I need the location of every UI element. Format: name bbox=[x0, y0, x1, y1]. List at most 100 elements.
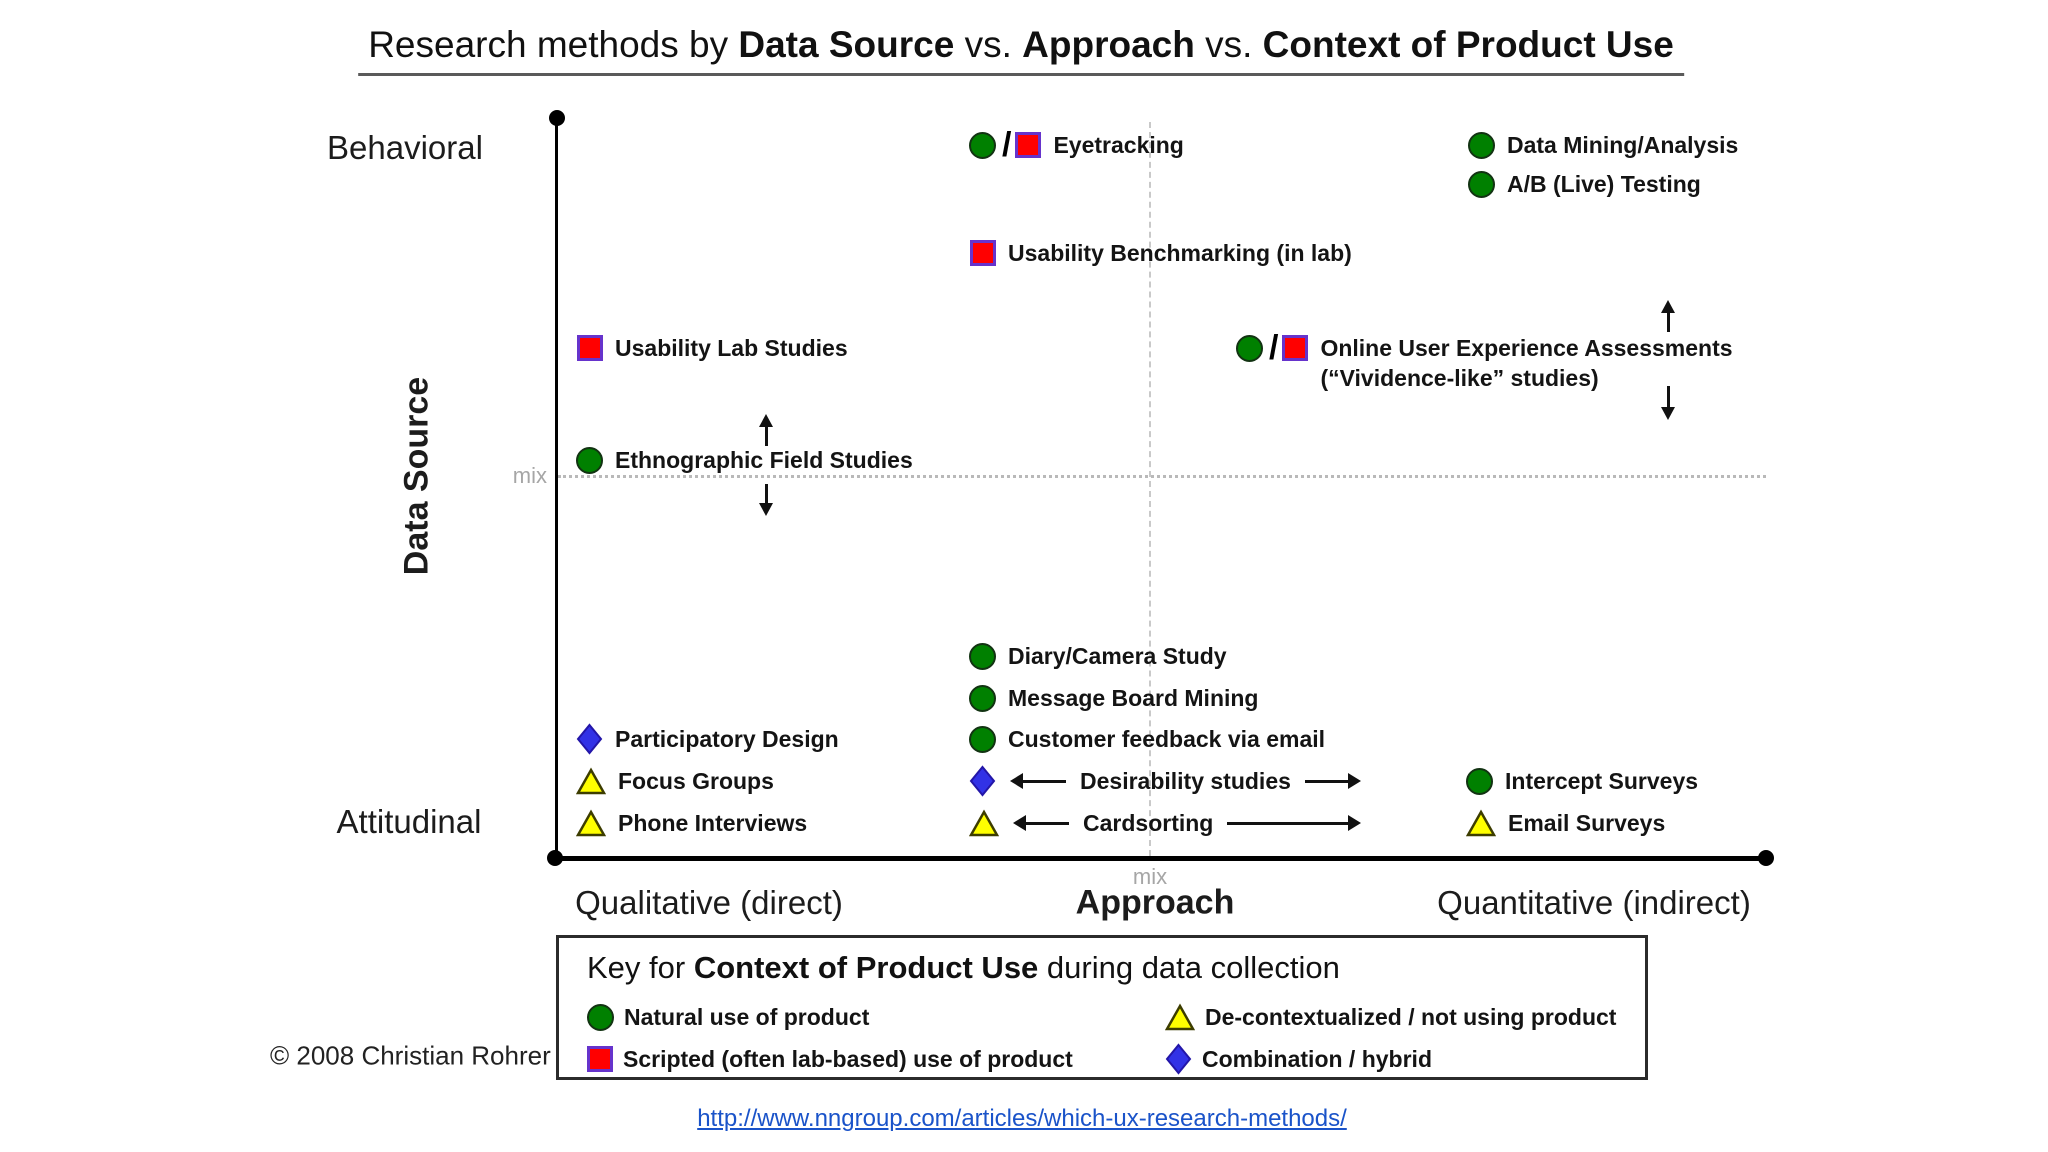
circle-marker-icon bbox=[1466, 766, 1493, 796]
circle-marker-icon bbox=[969, 641, 996, 671]
legend-box: Key for Context of Product Use during da… bbox=[556, 935, 1648, 1080]
text-segment: Research methods by bbox=[368, 24, 739, 65]
method-online-ux-assessments: / Online User Experience Assessments(“Viv… bbox=[1236, 328, 1733, 393]
text-segment: Context of Product Use bbox=[693, 950, 1039, 985]
data-source-mix-divider-line bbox=[558, 475, 1766, 478]
method-participatory-design: Participatory Design bbox=[576, 723, 839, 755]
arrow-left-icon bbox=[1013, 808, 1069, 838]
method-email-surveys: Email Surveys bbox=[1466, 808, 1665, 838]
text-segment: during data collection bbox=[1038, 950, 1340, 985]
method-eyetracking: / Eyetracking bbox=[969, 125, 1184, 164]
square-marker-icon bbox=[1015, 130, 1042, 160]
method-customer-feedback-email: Customer feedback via email bbox=[969, 724, 1325, 754]
triangle-marker-icon bbox=[576, 808, 606, 838]
method-label: Customer feedback via email bbox=[1008, 726, 1326, 752]
updown-arrow-icon bbox=[1661, 300, 1675, 332]
updown-arrow-icon bbox=[759, 414, 773, 446]
data-source-axis-label: Data Source bbox=[397, 376, 436, 576]
circle-marker-icon bbox=[969, 724, 996, 754]
triangle-marker-icon bbox=[1165, 1002, 1195, 1032]
x-axis-end-dot bbox=[1758, 850, 1774, 866]
method-label: Data Mining/Analysis bbox=[1507, 132, 1739, 158]
arrow-right-icon bbox=[1227, 808, 1361, 838]
circle-marker-icon bbox=[576, 445, 603, 475]
method-label: Online User Experience Assessments(“Vivi… bbox=[1320, 335, 1733, 391]
text-segment: Key for bbox=[587, 950, 694, 985]
method-label: Desirability studies bbox=[1080, 768, 1291, 794]
circle-marker-icon bbox=[1468, 130, 1495, 160]
method-usability-lab-studies: Usability Lab Studies bbox=[577, 333, 848, 363]
method-label: Focus Groups bbox=[618, 768, 774, 794]
method-ab-live-testing: A/B (Live) Testing bbox=[1468, 169, 1701, 199]
legend-entry-label: Combination / hybrid bbox=[1202, 1045, 1432, 1072]
method-label: Email Surveys bbox=[1508, 810, 1666, 836]
qualitative-label: Qualitative (direct) bbox=[575, 884, 843, 921]
method-label: Participatory Design bbox=[615, 726, 839, 752]
y-axis-top-dot bbox=[549, 110, 565, 126]
approach-axis-label: Approach bbox=[1075, 883, 1235, 922]
behavioral-label: Behavioral bbox=[327, 129, 483, 166]
quantitative-label: Quantitative (indirect) bbox=[1437, 884, 1751, 921]
legend-entry-square: Scripted (often lab-based) use of produc… bbox=[587, 1038, 1165, 1080]
origin-dot bbox=[547, 850, 563, 866]
method-label: Diary/Camera Study bbox=[1008, 643, 1227, 669]
text-segment: vs. bbox=[954, 24, 1023, 65]
square-marker-icon bbox=[970, 238, 996, 268]
method-label: Usability Benchmarking (in lab) bbox=[1008, 240, 1352, 266]
square-marker-icon bbox=[577, 333, 603, 363]
method-message-board-mining: Message Board Mining bbox=[969, 683, 1258, 713]
legend-entry-diamond: Combination / hybrid bbox=[1165, 1038, 1645, 1080]
slash-marker-icon: / bbox=[1002, 125, 1012, 164]
circle-marker-icon bbox=[1236, 333, 1263, 363]
y-axis-line bbox=[555, 117, 558, 859]
method-cardsorting: Cardsorting bbox=[969, 808, 1361, 838]
method-desirability-studies: Desirability studies bbox=[969, 765, 1362, 797]
legend-entry-triangle: De-contextualized / not using product bbox=[1165, 996, 1645, 1038]
legend-entry-label: Scripted (often lab-based) use of produc… bbox=[623, 1045, 1073, 1072]
legend-entry-label: Natural use of product bbox=[624, 1003, 870, 1030]
circle-marker-icon bbox=[969, 130, 996, 160]
updown-arrow-icon bbox=[759, 484, 773, 516]
approach-mix-divider-line bbox=[1149, 122, 1151, 856]
method-label: Cardsorting bbox=[1083, 810, 1214, 836]
text-segment: Context of Product Use bbox=[1262, 24, 1674, 65]
method-label: Message Board Mining bbox=[1008, 685, 1259, 711]
method-intercept-surveys: Intercept Surveys bbox=[1466, 766, 1698, 796]
square-marker-icon bbox=[587, 1044, 613, 1074]
legend-entry-label: De-contextualized / not using product bbox=[1205, 1003, 1617, 1030]
legend-grid: Natural use of product De-contextualized … bbox=[587, 996, 1645, 1080]
circle-marker-icon bbox=[969, 683, 996, 713]
triangle-marker-icon bbox=[576, 766, 606, 796]
method-label: A/B (Live) Testing bbox=[1507, 171, 1701, 197]
circle-marker-icon bbox=[587, 1002, 614, 1032]
method-label: Phone Interviews bbox=[618, 810, 808, 836]
method-phone-interviews: Phone Interviews bbox=[576, 808, 807, 838]
x-axis-line bbox=[555, 856, 1767, 861]
method-label: Eyetracking bbox=[1053, 132, 1184, 158]
diamond-marker-icon bbox=[1165, 1043, 1192, 1075]
method-usability-benchmarking: Usability Benchmarking (in lab) bbox=[970, 238, 1352, 268]
method-label: Ethnographic Field Studies bbox=[615, 447, 913, 473]
method-diary-camera-study: Diary/Camera Study bbox=[969, 641, 1227, 671]
method-focus-groups: Focus Groups bbox=[576, 766, 774, 796]
source-link[interactable]: http://www.nngroup.com/articles/which-ux… bbox=[697, 1105, 1347, 1132]
method-ethnographic-field-studies: Ethnographic Field Studies bbox=[576, 445, 913, 475]
method-data-mining-analysis: Data Mining/Analysis bbox=[1468, 130, 1738, 160]
arrow-right-icon bbox=[1304, 766, 1362, 796]
legend-title: Key for Context of Product Use during da… bbox=[587, 950, 1645, 986]
text-segment: vs. bbox=[1194, 24, 1263, 65]
copyright-text: © 2008 Christian Rohrer bbox=[270, 1040, 551, 1071]
method-label: Intercept Surveys bbox=[1505, 768, 1699, 794]
slash-marker-icon: / bbox=[1269, 328, 1279, 367]
square-marker-icon bbox=[1282, 333, 1309, 363]
text-segment: Approach bbox=[1022, 24, 1195, 65]
mix-label-bottom: mix bbox=[1132, 864, 1168, 889]
triangle-marker-icon bbox=[1466, 808, 1496, 838]
attitudinal-label: Attitudinal bbox=[336, 803, 482, 840]
circle-marker-icon bbox=[1468, 169, 1495, 199]
diamond-marker-icon bbox=[969, 765, 996, 797]
text-segment: Data Source bbox=[738, 24, 955, 65]
mix-label-left: mix bbox=[512, 463, 547, 488]
method-label: Usability Lab Studies bbox=[615, 335, 848, 361]
